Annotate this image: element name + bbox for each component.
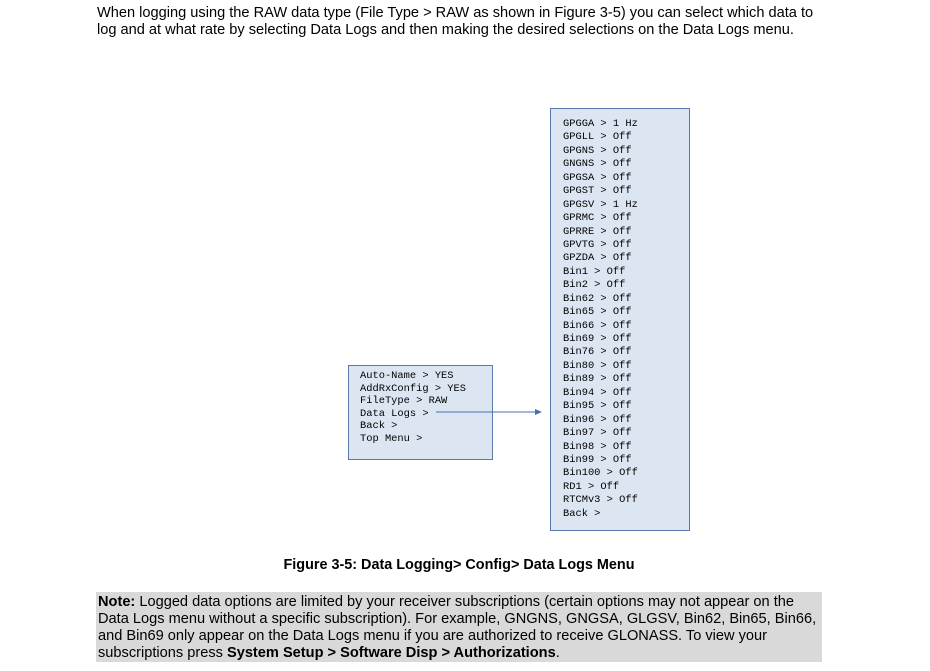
data-logs-menu-item: Back > (563, 507, 601, 520)
note-path-sep-2: > (437, 645, 454, 661)
data-logs-menu-item: GPGLL > Off (563, 131, 632, 144)
config-menu-item: AddRxConfig > YES (360, 382, 467, 395)
note-text: Logged data options are limited by your … (98, 594, 817, 661)
note-end: . (555, 645, 560, 661)
data-logs-menu-item: GPGST > Off (563, 185, 632, 198)
config-menu-item: Back > (360, 420, 398, 433)
data-logs-menu-item: GPGSA > Off (563, 171, 632, 184)
data-logs-menu-item: Bin1 > Off (563, 265, 626, 278)
config-menu-item: Data Logs > (360, 407, 429, 420)
data-logs-menu-item: Bin69 > Off (563, 333, 632, 345)
data-logs-menu-item: GPRRE > Off (563, 225, 632, 238)
note-path-sep-1: > (323, 645, 341, 661)
data-logs-menu-item: GPRMC > Off (563, 212, 632, 225)
note-box: Note: Logged data options are limited by… (96, 592, 822, 662)
data-logs-menu-item: Bin2 > Off (563, 279, 626, 292)
data-logs-menu-item: Bin89 > Off (563, 373, 632, 386)
data-logs-menu-item: Bin97 > Off (563, 427, 632, 440)
data-logs-menu-item: Bin80 > Off (563, 359, 632, 372)
data-logs-menu-item: Bin99 > Off (563, 453, 632, 466)
note-path-software-disp: Software Disp (340, 645, 438, 661)
data-logs-menu-item: GPVTG > Off (563, 238, 632, 251)
data-logs-menu-item: Bin94 > Off (563, 386, 632, 399)
config-menu-item: FileType > RAW (360, 395, 448, 408)
data-logs-menu-item: GNGNS > Off (563, 158, 632, 171)
data-logs-menu-item: GPGSV > 1 Hz (563, 198, 638, 211)
data-logs-menu-item: Bin98 > Off (563, 440, 632, 453)
data-logs-menu-item: Bin95 > Off (563, 400, 632, 413)
note-path-authorizations: Authorizations (453, 645, 556, 661)
note-label: Note: (98, 594, 136, 610)
data-logs-menu-item: Bin62 > Off (563, 292, 632, 305)
data-logs-menu-item: Bin65 > Off (563, 306, 632, 319)
figure-caption-text: Figure 3-5: Data Logging> Config> Data L… (283, 557, 635, 573)
data-logs-menu-item: Bin100 > Off (563, 467, 638, 480)
data-logs-menu-item: GPGNS > Off (563, 144, 632, 157)
config-menu-item: Auto-Name > YES (360, 370, 454, 382)
data-logs-menu-item: Bin66 > Off (563, 319, 632, 332)
data-logs-menu-item: Bin96 > Off (563, 413, 632, 426)
data-logs-menu-item: GPGGA > 1 Hz (563, 118, 638, 130)
config-menu-item: Top Menu > (360, 432, 423, 445)
data-logs-menu-item: GPZDA > Off (563, 252, 632, 265)
intro-paragraph: When logging using the RAW data type (Fi… (97, 5, 814, 38)
note-path-system-setup: System Setup (226, 645, 324, 661)
data-logs-menu-item: Bin76 > Off (563, 346, 632, 359)
figure-caption: Figure 3-5: Data Logging> Config> Data L… (0, 557, 930, 573)
data-logs-menu-item: RTCMv3 > Off (563, 494, 638, 507)
data-logs-menu-item: RD1 > Off (563, 480, 620, 493)
